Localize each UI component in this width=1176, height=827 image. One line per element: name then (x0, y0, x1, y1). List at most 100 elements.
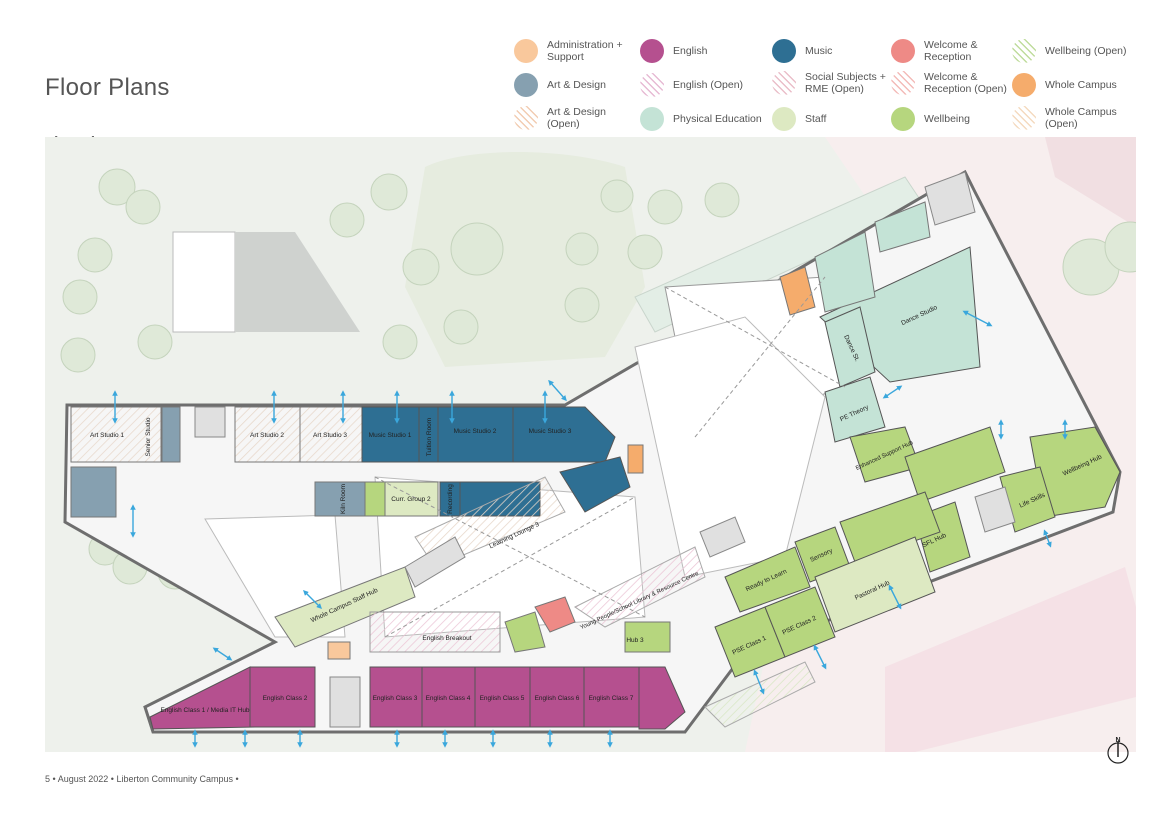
exit-arrow (882, 385, 903, 399)
legend-item-administration: Administration + Support (514, 39, 639, 63)
legend-item-welcome-open: Welcome & Reception (Open) (891, 71, 1016, 95)
footer-separator: • (110, 774, 114, 784)
tree (565, 232, 599, 266)
room-label: English Class 4 (426, 695, 471, 702)
room-label: English Breakout (422, 635, 471, 642)
room-music-practice (559, 456, 631, 513)
room-label: Music Studio 2 (454, 428, 497, 435)
footer-separator: • (235, 774, 239, 784)
legend-swatch (891, 107, 915, 131)
legend-swatch (640, 107, 664, 131)
exit-arrow (1043, 529, 1052, 548)
legend-item-whole-campus-open: Whole Campus (Open) (1012, 106, 1142, 130)
legend-swatch (640, 73, 664, 97)
exit-arrow (212, 647, 233, 661)
stair-north (924, 171, 976, 226)
legend-label: Art & Design (Open) (547, 106, 606, 130)
room-whole-campus-staff-hub (274, 566, 416, 648)
room-pe-theory (824, 376, 886, 443)
tree (647, 189, 683, 225)
tree (60, 337, 96, 373)
room-label: Music Studio 1 (369, 432, 412, 439)
tree (1104, 221, 1136, 273)
footer-separator: • (52, 774, 56, 784)
roof-lines (374, 276, 846, 638)
room-ready-to-learn (724, 546, 811, 613)
tree (370, 173, 408, 211)
legend-label: Art & Design (547, 79, 606, 91)
legend-swatch (891, 71, 915, 95)
legend-item-physical-education: Physical Education (640, 107, 772, 131)
exit-arrow (962, 310, 993, 327)
footer: 5 • August 2022 • Liberton Community Cam… (45, 774, 239, 784)
legend-item-art-design: Art & Design (514, 73, 639, 97)
room-whole-campus-small (627, 444, 644, 474)
legend-swatch (1012, 106, 1036, 130)
stair-south (329, 676, 361, 728)
tree (382, 324, 418, 360)
room-label: English Class 5 (480, 695, 525, 702)
terraced-seating (235, 232, 360, 332)
room-curr-group-2 (384, 481, 439, 517)
tree (77, 237, 113, 273)
legend-swatch (772, 107, 796, 131)
north-arrow-icon: N (1107, 737, 1129, 764)
tree (600, 179, 634, 213)
legend-item-wellbeing: Wellbeing (891, 107, 1011, 131)
room-pse-class-2 (764, 586, 836, 658)
legend-swatch (640, 39, 664, 63)
footer-page: 5 (45, 774, 51, 784)
legend-item-music: Music (772, 39, 892, 63)
room-whole-campus-north (779, 266, 816, 316)
room-label: Senior Studio (145, 417, 152, 456)
tree (98, 168, 136, 206)
legend-item-english-open: English (Open) (640, 73, 770, 97)
exit-arrow (303, 590, 322, 609)
room-label: Hub 3 (626, 637, 644, 644)
legend-label: English (673, 45, 708, 57)
tree (402, 248, 440, 286)
room-senior-studio-store (161, 406, 181, 463)
legend-swatch (772, 39, 796, 63)
room-english-breakout (369, 611, 501, 653)
void-atrium-3 (634, 316, 826, 578)
exit-arrow (888, 584, 902, 610)
floor-plan: Art Studio 1 Senior Studio Art Studio 2 … (45, 137, 1136, 752)
room-english-class-7 (583, 666, 640, 728)
room-hub-english (504, 611, 546, 653)
stair-lounge (404, 536, 466, 588)
room-hub-3 (624, 621, 671, 653)
exit-arrow (753, 669, 765, 695)
room-dance-store (824, 306, 876, 388)
tree (564, 287, 600, 323)
legend-label: Social Subjects + RME (Open) (805, 71, 886, 95)
room-english-class-4 (421, 666, 476, 728)
room-library (574, 546, 706, 628)
legend-label: Welcome & Reception (924, 39, 978, 63)
tree (329, 202, 365, 238)
room-art-studio-2 (234, 406, 301, 463)
legend-swatch (891, 39, 915, 63)
exit-arrow (548, 379, 567, 402)
legend: Administration + Support English Music W… (510, 36, 1150, 136)
stair-east (974, 486, 1016, 533)
room-changing-2 (874, 201, 931, 253)
room-changing (814, 231, 876, 313)
room-english-class-7b (638, 666, 686, 730)
tree (125, 189, 161, 225)
legend-swatch (1012, 39, 1036, 63)
room-label: Art Studio 1 (90, 432, 124, 439)
legend-label: English (Open) (673, 79, 744, 91)
stair-centre (699, 516, 746, 558)
footer-date: August 2022 (57, 774, 109, 784)
stairs (194, 171, 1016, 728)
legend-label: Whole Campus (Open) (1045, 106, 1117, 130)
room-label: English Class 1 / Media IT Hub (160, 707, 249, 714)
room-label: English Class 3 (373, 695, 418, 702)
legend-item-staff: Staff (772, 107, 892, 131)
legend-label: Staff (805, 113, 827, 125)
legend-item-social-subjects: Social Subjects + RME (Open) (772, 71, 897, 95)
room-label: English Class 6 (535, 695, 580, 702)
room-label: Art Studio 2 (250, 432, 284, 439)
room-label: Recording (447, 484, 454, 514)
